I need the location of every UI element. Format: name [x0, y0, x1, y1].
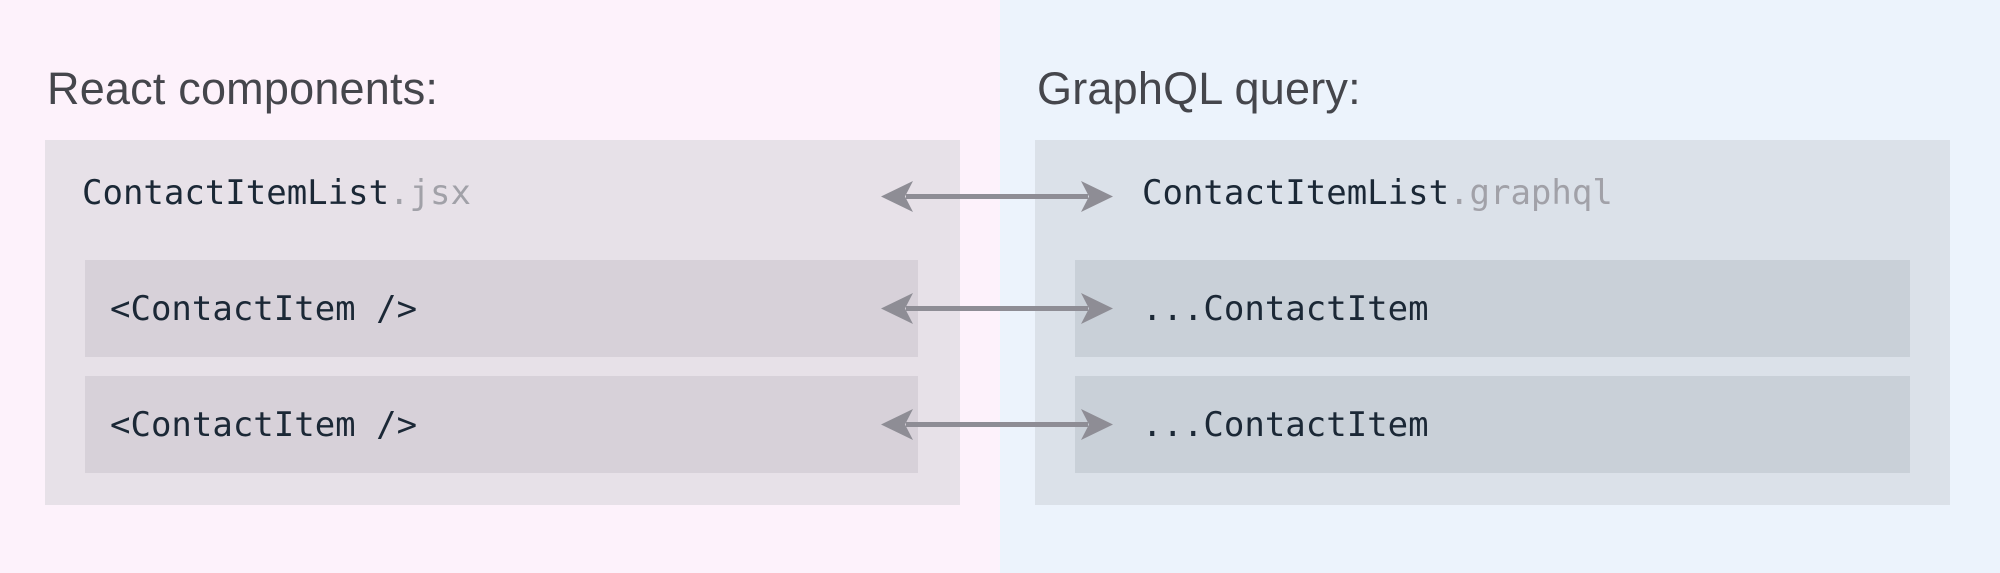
react-file-card: ContactItemList.jsx <ContactItem /> <Con…	[45, 140, 960, 505]
double-arrow-icon	[881, 181, 1113, 212]
graphql-filename-ext: .graphql	[1449, 173, 1613, 213]
react-component-item: <ContactItem />	[85, 376, 918, 473]
double-arrow-icon	[881, 409, 1113, 440]
double-arrow-icon	[881, 293, 1113, 324]
graphql-fragment-item-label: ...ContactItem	[1142, 404, 1429, 445]
graphql-filename: ContactItemList.graphql	[1142, 171, 1613, 215]
graphql-fragment-item-label: ...ContactItem	[1142, 288, 1429, 329]
react-filename-ext: .jsx	[389, 173, 471, 213]
graphql-heading: GraphQL query:	[1037, 63, 1361, 114]
react-filename-base: ContactItemList	[82, 173, 390, 213]
graphql-file-card: ContactItemList.graphql ...ContactItem .…	[1035, 140, 1950, 505]
react-component-item-label: <ContactItem />	[110, 288, 418, 329]
graphql-filename-base: ContactItemList	[1142, 173, 1450, 213]
react-filename: ContactItemList.jsx	[82, 171, 471, 215]
graphql-fragment-item: ...ContactItem	[1075, 376, 1910, 473]
graphql-fragment-item: ...ContactItem	[1075, 260, 1910, 357]
react-component-item-label: <ContactItem />	[110, 404, 418, 445]
react-heading: React components:	[47, 63, 439, 114]
react-component-item: <ContactItem />	[85, 260, 918, 357]
